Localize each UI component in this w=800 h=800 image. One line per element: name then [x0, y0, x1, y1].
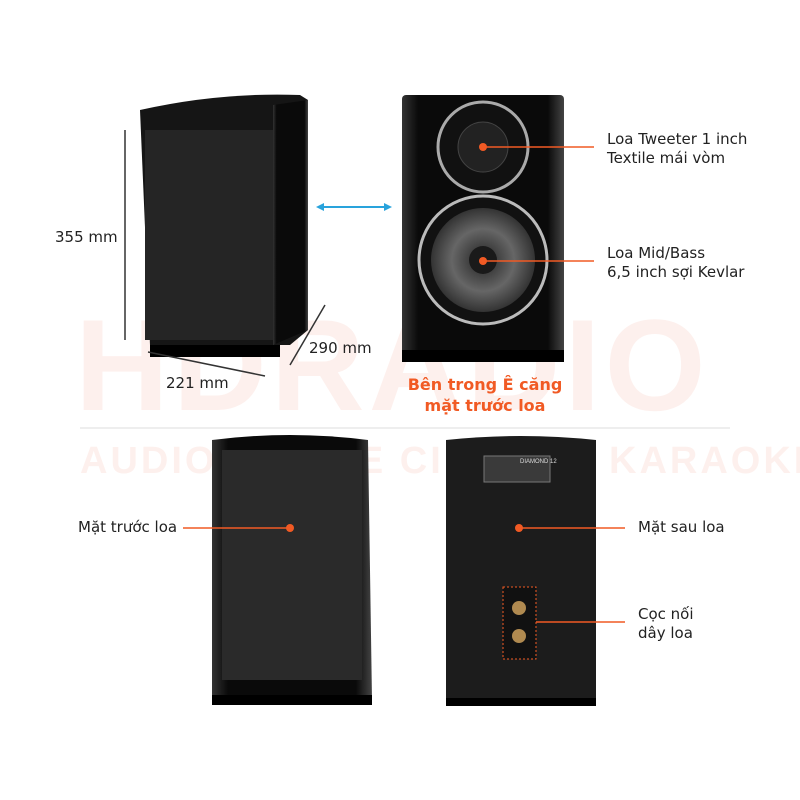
front-callout: Mặt trước loa — [78, 518, 178, 536]
speaker-front-no-grille — [402, 95, 564, 362]
rear-callout: Mặt sau loa — [638, 518, 725, 536]
depth-dimension-line — [289, 304, 326, 366]
rear-label-model: DIAMOND 12 — [520, 459, 557, 465]
width-label: 221 mm — [166, 374, 229, 392]
callout-dot-icons — [286, 143, 523, 532]
depth-label: 290 mm — [309, 339, 372, 357]
width-dimension-line — [147, 351, 266, 377]
speaker-front-grille — [212, 435, 372, 705]
speaker-rear — [446, 436, 596, 706]
watermark-tagline: AUDIO - HOME CINEMA - KARAOKE — [80, 440, 800, 482]
speaker-angled-view — [140, 94, 308, 357]
height-label: 355 mm — [55, 228, 118, 246]
